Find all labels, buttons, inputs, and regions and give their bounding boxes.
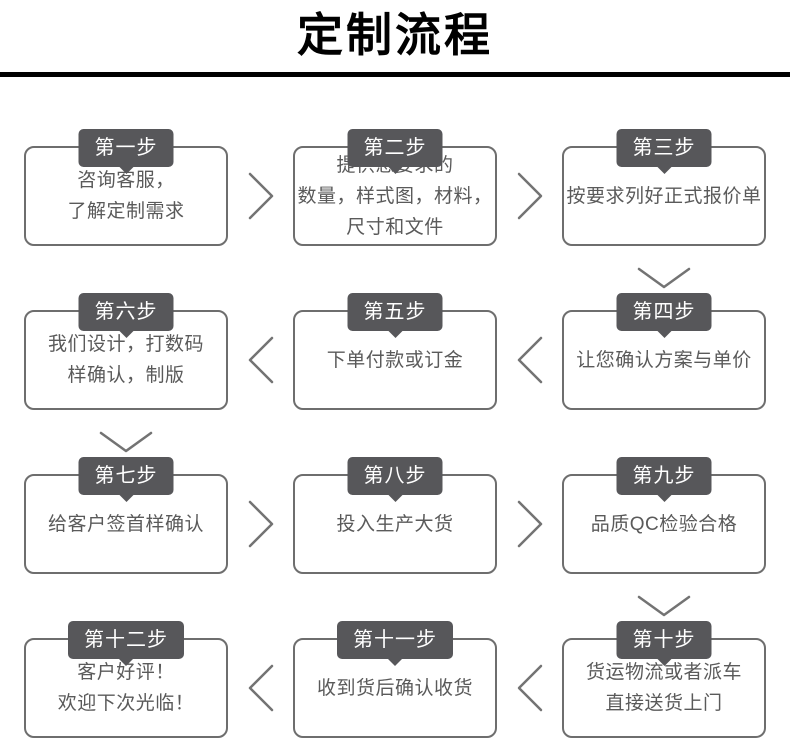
arrow-right-icon xyxy=(248,500,273,548)
step-box-2: 第二步 提供您要求的 数量，样式图，材料， 尺寸和文件 xyxy=(293,129,497,246)
step-box-3: 第三步 按要求列好正式报价单 xyxy=(562,129,766,246)
step-8-badge: 第八步 xyxy=(347,457,443,502)
step-box-10: 第十步 货运物流或者派车 直接送货上门 xyxy=(562,621,766,738)
step-12-badge: 第十二步 xyxy=(68,621,184,666)
arrow-left-icon xyxy=(248,664,273,712)
flow-row-2: 第六步 我们设计，打数码 样确认，制版 第五步 下单付款或订金 第四步 让您确认… xyxy=(24,293,766,410)
connector-row-1 xyxy=(24,246,766,310)
flow-diagram: 第一步 咨询客服， 了解定制需求 第二步 提供您要求的 数量，样式图，材料， 尺… xyxy=(0,129,790,738)
step-1-text: 咨询客服， 了解定制需求 xyxy=(67,170,185,222)
down-arrow-cell xyxy=(562,593,766,619)
step-5-badge: 第五步 xyxy=(347,293,443,338)
arrow-right-icon xyxy=(517,172,542,220)
step-11-badge: 第十一步 xyxy=(337,621,453,666)
step-9-badge: 第九步 xyxy=(616,457,712,502)
step-1-badge: 第一步 xyxy=(78,129,174,174)
step-11-text: 收到货后确认收货 xyxy=(316,677,473,699)
step-3-badge: 第三步 xyxy=(616,129,712,174)
step-12-text: 客户好评！ 欢迎下次光临！ xyxy=(57,662,195,714)
step-6-text: 我们设计，打数码 样确认，制版 xyxy=(47,334,204,386)
step-box-11: 第十一步 收到货后确认收货 xyxy=(293,621,497,738)
step-box-9: 第九步 品质QC检验合格 xyxy=(562,457,766,574)
arrow-right-icon xyxy=(248,172,273,220)
step-5-text: 下单付款或订金 xyxy=(326,349,464,371)
flow-row-4: 第十二步 客户好评！ 欢迎下次光临！ 第十一步 收到货后确认收货 第十步 货运物… xyxy=(24,621,766,738)
arrow-down-icon xyxy=(637,267,691,289)
page-header: 定制流程 xyxy=(0,0,790,77)
flow-row-1: 第一步 咨询客服， 了解定制需求 第二步 提供您要求的 数量，样式图，材料， 尺… xyxy=(24,129,766,246)
step-box-6: 第六步 我们设计，打数码 样确认，制版 xyxy=(24,293,228,410)
step-7-text: 给客户签首样确认 xyxy=(47,513,204,535)
step-6-badge: 第六步 xyxy=(78,293,174,338)
arrow-down-icon xyxy=(637,595,691,617)
step-9-text: 品质QC检验合格 xyxy=(590,513,738,535)
step-10-badge: 第十步 xyxy=(616,621,712,666)
step-7-badge: 第七步 xyxy=(78,457,174,502)
connector-row-2 xyxy=(24,410,766,474)
step-8-text: 投入生产大货 xyxy=(336,513,454,535)
connector-row-3 xyxy=(24,574,766,638)
title-divider xyxy=(0,72,790,77)
down-arrow-cell xyxy=(24,429,228,455)
step-box-8: 第八步 投入生产大货 xyxy=(293,457,497,574)
step-box-12: 第十二步 客户好评！ 欢迎下次光临！ xyxy=(24,621,228,738)
arrow-down-icon xyxy=(99,431,153,453)
step-box-5: 第五步 下单付款或订金 xyxy=(293,293,497,410)
flow-row-3: 第七步 给客户签首样确认 第八步 投入生产大货 第九步 品质QC检验合格 xyxy=(24,457,766,574)
page-title: 定制流程 xyxy=(297,9,493,61)
step-10-text: 货运物流或者派车 直接送货上门 xyxy=(585,662,742,714)
arrow-left-icon xyxy=(517,336,542,384)
arrow-left-icon xyxy=(248,336,273,384)
step-3-text: 按要求列好正式报价单 xyxy=(566,185,762,207)
step-2-badge: 第二步 xyxy=(347,129,443,174)
step-box-4: 第四步 让您确认方案与单价 xyxy=(562,293,766,410)
step-box-1: 第一步 咨询客服， 了解定制需求 xyxy=(24,129,228,246)
step-box-7: 第七步 给客户签首样确认 xyxy=(24,457,228,574)
arrow-right-icon xyxy=(517,500,542,548)
arrow-left-icon xyxy=(517,664,542,712)
step-4-text: 让您确认方案与单价 xyxy=(576,349,752,371)
down-arrow-cell xyxy=(562,265,766,291)
step-4-badge: 第四步 xyxy=(616,293,712,338)
